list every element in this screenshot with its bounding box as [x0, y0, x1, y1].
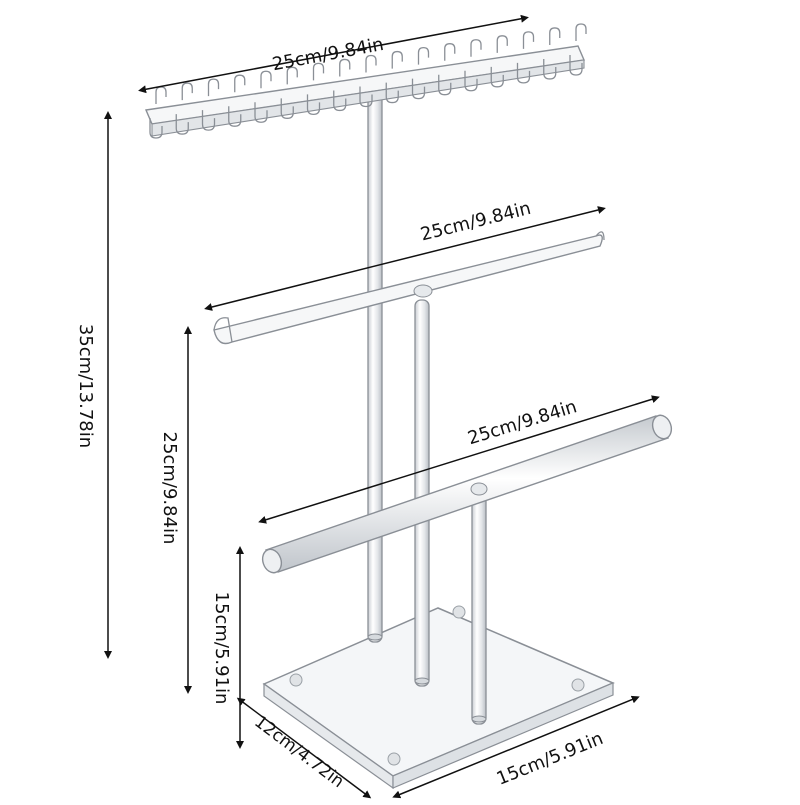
hook: [181, 82, 193, 101]
base-foot: [387, 752, 401, 766]
hook: [175, 114, 189, 135]
base-foot: [452, 605, 466, 619]
short-post: [471, 491, 487, 725]
hook: [365, 54, 377, 73]
hook: [496, 35, 508, 53]
hook: [234, 74, 246, 93]
hook: [575, 23, 587, 41]
top-width-arrow: [138, 14, 529, 94]
hook: [228, 106, 242, 127]
lower-width-arrow: [258, 395, 660, 524]
middle-bracelet-bar: [213, 231, 605, 345]
hook: [444, 43, 456, 61]
hook: [280, 98, 294, 119]
hook: [306, 94, 321, 116]
middle-width-arrow: [204, 206, 606, 311]
hook: [549, 27, 561, 45]
base-foot: [571, 678, 585, 692]
middle-height-label: 25cm/9.84in: [159, 432, 180, 545]
middle-width-label: 25cm/9.84in: [418, 198, 533, 246]
hook: [201, 110, 216, 131]
hook: [260, 70, 272, 89]
hook: [149, 118, 163, 139]
hook: [391, 50, 403, 69]
hook: [359, 86, 373, 108]
hook: [543, 58, 557, 80]
base-width-arrow: [392, 695, 640, 799]
hook: [411, 78, 426, 100]
hook: [155, 86, 167, 104]
hook: [333, 90, 347, 112]
dimension-lines: [104, 14, 660, 799]
hook: [207, 78, 220, 97]
hook: [417, 46, 430, 65]
hook: [385, 82, 399, 104]
hook: [569, 55, 583, 76]
hook: [254, 102, 268, 123]
lower-height-label: 15cm/5.91in: [211, 592, 232, 705]
top-width-label: 25cm/9.84in: [271, 34, 386, 75]
lower-width-label: 25cm/9.84in: [465, 396, 579, 449]
hook: [522, 31, 535, 49]
total-height-label: 35cm/13.78in: [75, 324, 96, 448]
base-depth-arrow: [236, 697, 372, 799]
middle-post: [414, 299, 430, 687]
base-foot: [289, 673, 303, 687]
tall-post: [367, 93, 383, 643]
hook: [470, 39, 482, 57]
